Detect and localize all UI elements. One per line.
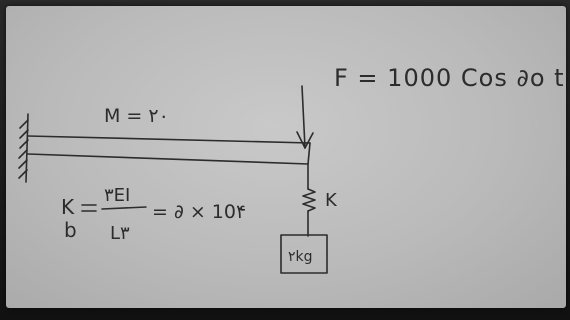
stiffness-value: = ∂ × 10۴ bbox=[152, 201, 246, 223]
fixed-wall-support bbox=[18, 113, 29, 183]
cantilever-beam bbox=[27, 135, 311, 165]
spring-constant-label: K bbox=[325, 190, 338, 211]
stiffness-b-symbol: b bbox=[64, 218, 77, 242]
force-label: F = 1000 Cos ∂o t bbox=[334, 64, 565, 92]
mass-label: M = ۲۰ bbox=[104, 105, 169, 127]
paper-sheet: M = ۲۰ F = 1000 Cos ∂o t K K b ۳EI L۳ = … bbox=[6, 6, 566, 308]
stiffness-k-symbol: K bbox=[61, 195, 75, 219]
spring bbox=[302, 163, 316, 237]
stiffness-equation: K b ۳EI L۳ = ∂ × 10۴ bbox=[61, 185, 246, 244]
mass-block bbox=[280, 234, 328, 274]
block-mass-label: ۲kg bbox=[288, 249, 313, 265]
beam-diagram: M = ۲۰ F = 1000 Cos ∂o t K K b ۳EI L۳ = … bbox=[18, 64, 565, 274]
stiffness-denominator: L۳ bbox=[110, 223, 130, 244]
force-arrow bbox=[296, 85, 314, 149]
stiffness-numerator: ۳EI bbox=[104, 185, 130, 206]
